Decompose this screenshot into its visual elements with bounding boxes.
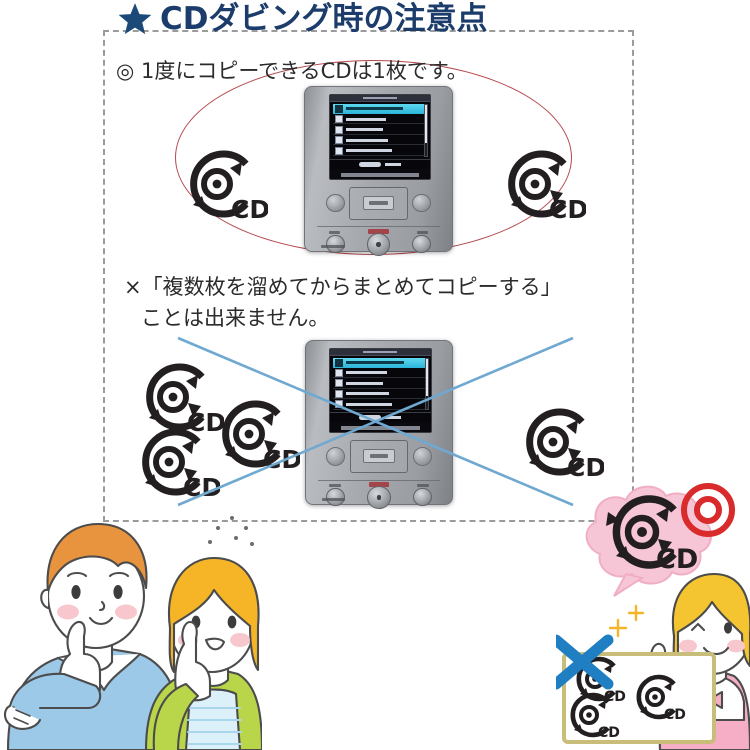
- page-title: CDダビング時の注意点: [118, 2, 487, 36]
- cd-disc-icon: CD: [132, 355, 224, 439]
- device-bottom-label: [321, 245, 345, 249]
- device-bottom-label: [322, 498, 346, 502]
- device-right-label: [416, 230, 429, 234]
- list-item[interactable]: [332, 104, 428, 114]
- device-right-label: [416, 483, 429, 487]
- cd-speech-bubble: [585, 485, 712, 597]
- device-mini-display: [362, 196, 395, 211]
- svg-text:CD: CD: [604, 689, 626, 705]
- device-center-knob[interactable]: [366, 232, 391, 256]
- list-item[interactable]: [332, 115, 428, 125]
- list-item[interactable]: [332, 146, 428, 156]
- cd-disc-icon: CD: [128, 420, 220, 504]
- cd-disc-icon: CD: [176, 142, 268, 226]
- cd-disc-icon: CD: [208, 392, 300, 476]
- device-center-panel: [349, 187, 408, 220]
- device-left-knob[interactable]: [325, 234, 345, 254]
- svg-text:CD: CD: [187, 408, 224, 437]
- screen-footer: [329, 158, 431, 169]
- device-center-knob[interactable]: [367, 486, 391, 509]
- device-right-knob[interactable]: [412, 234, 432, 254]
- device-screen: [328, 94, 432, 180]
- device-left-knob[interactable]: [326, 487, 346, 507]
- screen-list: [330, 102, 431, 159]
- svg-text:CD: CD: [567, 453, 604, 482]
- svg-text:CD: CD: [263, 445, 300, 474]
- device-right-button[interactable]: [412, 193, 432, 213]
- list-item[interactable]: [332, 136, 428, 146]
- star-icon: [118, 2, 152, 36]
- ng-cross-overlay: [103, 330, 634, 515]
- list-item[interactable]: [333, 358, 428, 368]
- note-ok-text: ◎ 1度にコピーできるCDは1枚です。: [116, 59, 468, 83]
- device-right-button[interactable]: [412, 446, 432, 466]
- note-ng-line2: ことは出来ません。: [141, 306, 330, 330]
- screen-titlebar: [329, 95, 431, 103]
- list-item[interactable]: [332, 125, 428, 135]
- list-item[interactable]: [333, 379, 428, 389]
- correct-circle-mark: [681, 483, 735, 537]
- device-left-label: [328, 230, 341, 234]
- list-item[interactable]: [333, 389, 428, 400]
- wrong-cross-mark: [556, 634, 614, 690]
- screen-list: [330, 356, 430, 412]
- svg-text:CD: CD: [549, 195, 586, 224]
- device-center-panel: [349, 440, 409, 474]
- device-left-label: [329, 483, 342, 487]
- svg-text:CD: CD: [231, 195, 268, 224]
- screen-caption: [330, 422, 431, 433]
- people-illustration-right: CD: [556, 470, 750, 750]
- svg-text:CD: CD: [183, 473, 220, 502]
- note-ng-text: ×「複数枚を溜めてからまとめてコピーする」 ことは出来ません。: [124, 272, 562, 334]
- device-mini-display: [363, 449, 395, 464]
- screen-scrollbar[interactable]: [424, 358, 429, 411]
- device-red-label: [368, 481, 390, 487]
- screen-footer: [330, 412, 431, 422]
- device-left-button[interactable]: [325, 193, 345, 213]
- people-illustration-left: [0, 494, 262, 750]
- svg-text:CD: CD: [598, 725, 620, 741]
- cd-recorder-device[interactable]: [304, 86, 453, 256]
- svg-text:CD: CD: [664, 707, 686, 723]
- svg-text:CD: CD: [656, 544, 698, 575]
- screen-titlebar: [330, 349, 431, 357]
- screen-scrollbar[interactable]: [424, 104, 429, 157]
- device-screen: [329, 348, 432, 434]
- cd-disc-icon: CD: [494, 142, 586, 226]
- device-red-label: [368, 228, 389, 234]
- cd-case: CD CD CD: [562, 652, 716, 744]
- note-ng-line1: ×「複数枚を溜めてからまとめてコピーする」: [124, 275, 562, 299]
- device-left-button[interactable]: [326, 446, 346, 466]
- device-divider: [316, 226, 441, 228]
- page-title-text: CDダビング時の注意点: [160, 1, 488, 37]
- cd-recorder-device[interactable]: [305, 340, 453, 509]
- dashed-content-panel: [103, 30, 634, 522]
- cd-disc-icon: CD: [512, 400, 604, 484]
- list-item[interactable]: [333, 368, 428, 379]
- screen-caption: [329, 168, 431, 179]
- device-right-knob[interactable]: [412, 487, 432, 507]
- device-divider: [317, 479, 441, 481]
